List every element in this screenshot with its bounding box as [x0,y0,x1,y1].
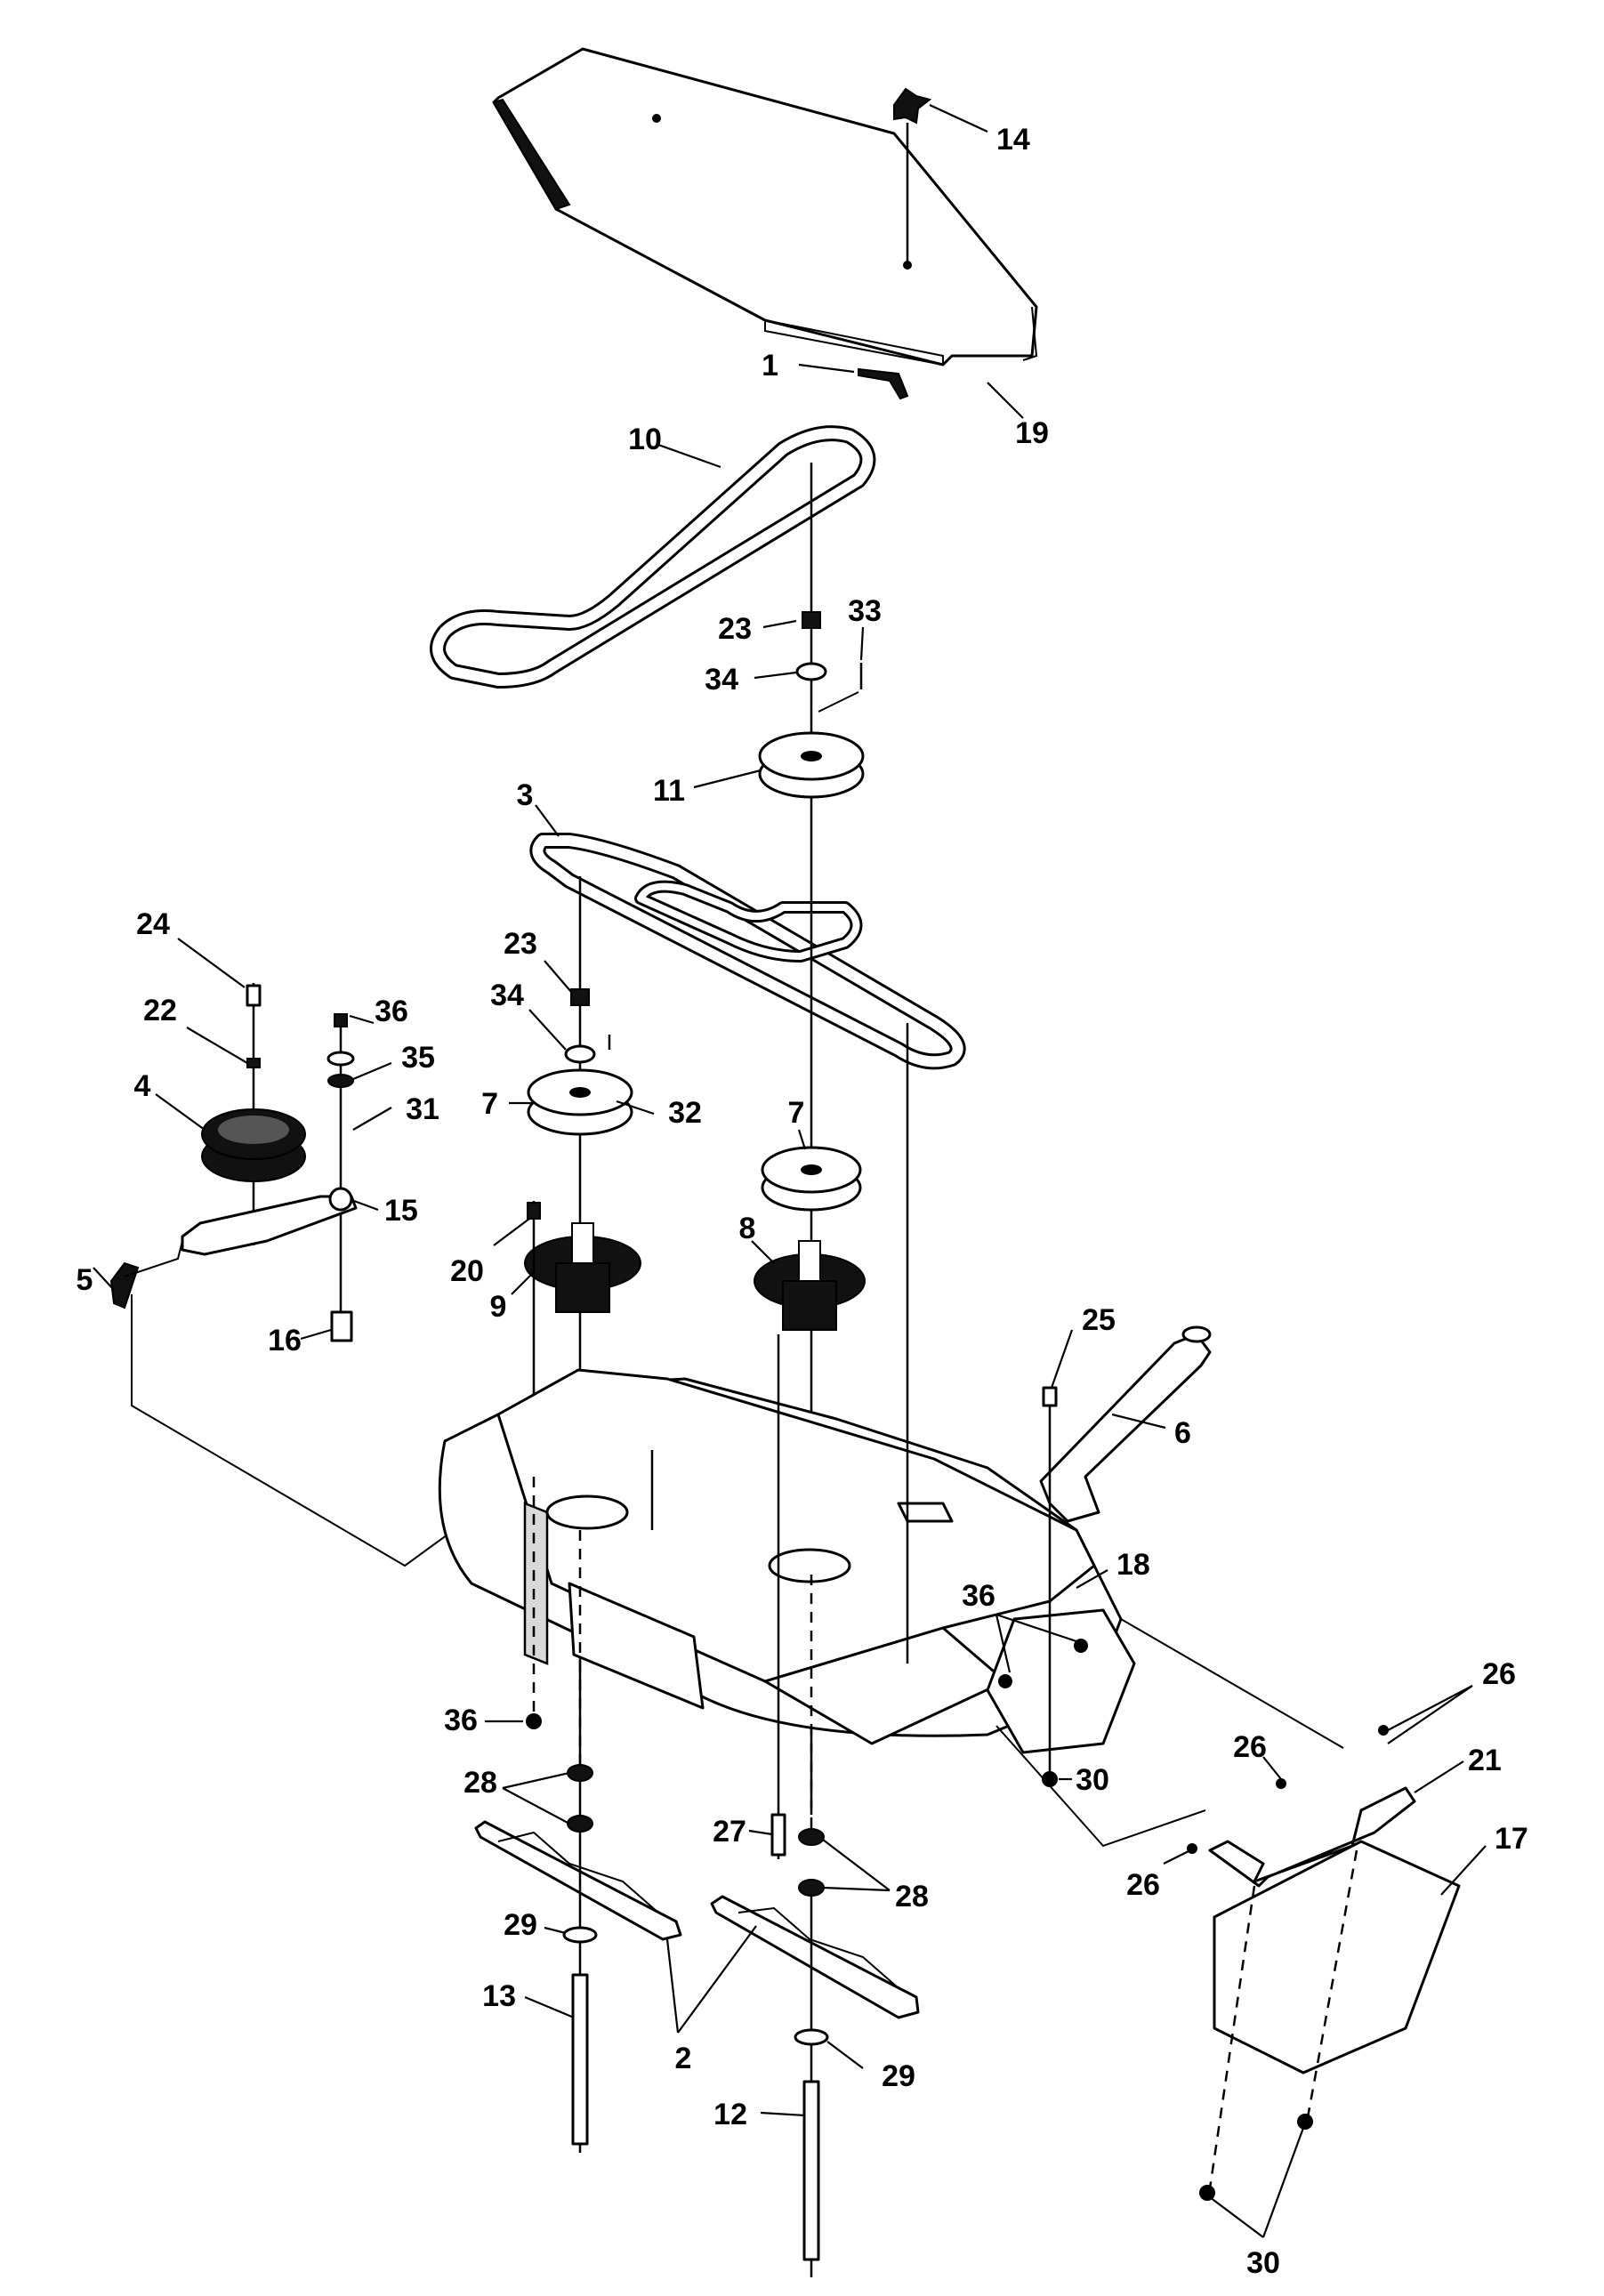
callout-19: 19 [1015,416,1049,450]
blade-left-part [474,1820,682,1941]
callout-29-right: 29 [882,2059,915,2093]
callout-26-left: 26 [1126,1868,1160,1902]
callout-18: 18 [1116,1548,1150,1582]
callout-7-right: 7 [788,1096,805,1130]
callout-30-lower: 30 [1246,2246,1280,2280]
callout-33: 33 [848,594,882,628]
callout-27: 27 [713,1815,746,1849]
callout-31: 31 [406,1092,439,1126]
callout-25: 25 [1082,1303,1116,1337]
belt-cover-part [492,47,1038,367]
deflector-17-part [1213,1840,1461,2074]
callout-28-left: 28 [463,1766,497,1800]
callout-16: 16 [268,1324,302,1357]
callout-30-upper: 30 [1076,1763,1109,1797]
idler-pulley-4-part [201,1108,306,1182]
callout-9: 9 [490,1290,507,1324]
callout-34-lower: 34 [490,979,524,1012]
callout-2: 2 [675,2042,692,2075]
blade-right-part [710,1895,920,2019]
belt-10-part [430,425,876,689]
callout-36-top: 36 [375,995,408,1028]
callout-17: 17 [1495,1822,1528,1856]
callout-29-left: 29 [504,1908,537,1942]
callout-35: 35 [401,1041,435,1075]
callout-32: 32 [668,1096,702,1130]
callout-5: 5 [77,1263,93,1297]
callout-14: 14 [996,123,1030,157]
callout-23-lower: 23 [504,927,537,961]
arm-6-part [1039,1325,1212,1523]
callout-23-upper: 23 [718,612,752,646]
callout-10: 10 [628,423,662,456]
bracket-21-part [1208,1786,1416,1888]
callout-13: 13 [482,1979,516,2013]
spindle-9-part [524,1222,641,1313]
pulley-11-part [758,731,865,799]
callout-12: 12 [713,2098,747,2131]
spindle-8-part [754,1240,866,1331]
callout-21: 21 [1468,1744,1502,1777]
callout-24: 24 [136,907,170,941]
callout-26-right: 26 [1482,1657,1516,1691]
callout-3: 3 [517,778,534,812]
knob-part [893,87,932,125]
belt-3-part [529,833,966,1070]
callout-36-low: 36 [444,1704,478,1737]
callout-26-mid: 26 [1233,1730,1267,1764]
callout-6: 6 [1174,1416,1191,1450]
callout-7-left: 7 [481,1087,498,1121]
pulley-7-right-part [761,1146,862,1212]
callout-28-right: 28 [895,1880,929,1913]
idler-arm-15-part [181,1187,358,1256]
callout-15: 15 [384,1194,418,1228]
mower-deck-18-part [438,1368,1136,1754]
callout-4: 4 [134,1069,151,1103]
callout-34-upper: 34 [705,663,738,697]
callout-1: 1 [762,349,778,383]
callout-20: 20 [450,1254,484,1288]
callout-22: 22 [143,994,177,1027]
pulley-7-left-part [527,1068,633,1136]
callout-8: 8 [739,1212,756,1245]
callouts: 1 2 3 4 5 6 7 7 8 9 10 11 12 13 14 15 [77,104,1528,2280]
callout-36-mid: 36 [962,1579,995,1613]
callout-11: 11 [653,774,685,808]
